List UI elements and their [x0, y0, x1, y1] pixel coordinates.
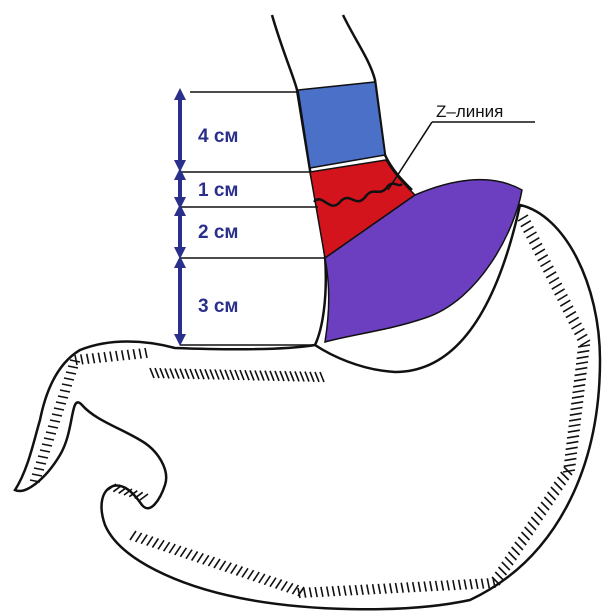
dimension-label-4cm: 4 см	[198, 126, 238, 147]
z-line-callout-leader	[388, 122, 432, 190]
dimension-label-2cm: 2 см	[198, 222, 238, 243]
dimension-label-1cm: 1 см	[198, 180, 238, 201]
z-line-callout-label: Z–линия	[436, 102, 503, 121]
esophagus-blue-zone	[298, 82, 385, 168]
dimension-label-3cm: 3 см	[198, 296, 238, 317]
